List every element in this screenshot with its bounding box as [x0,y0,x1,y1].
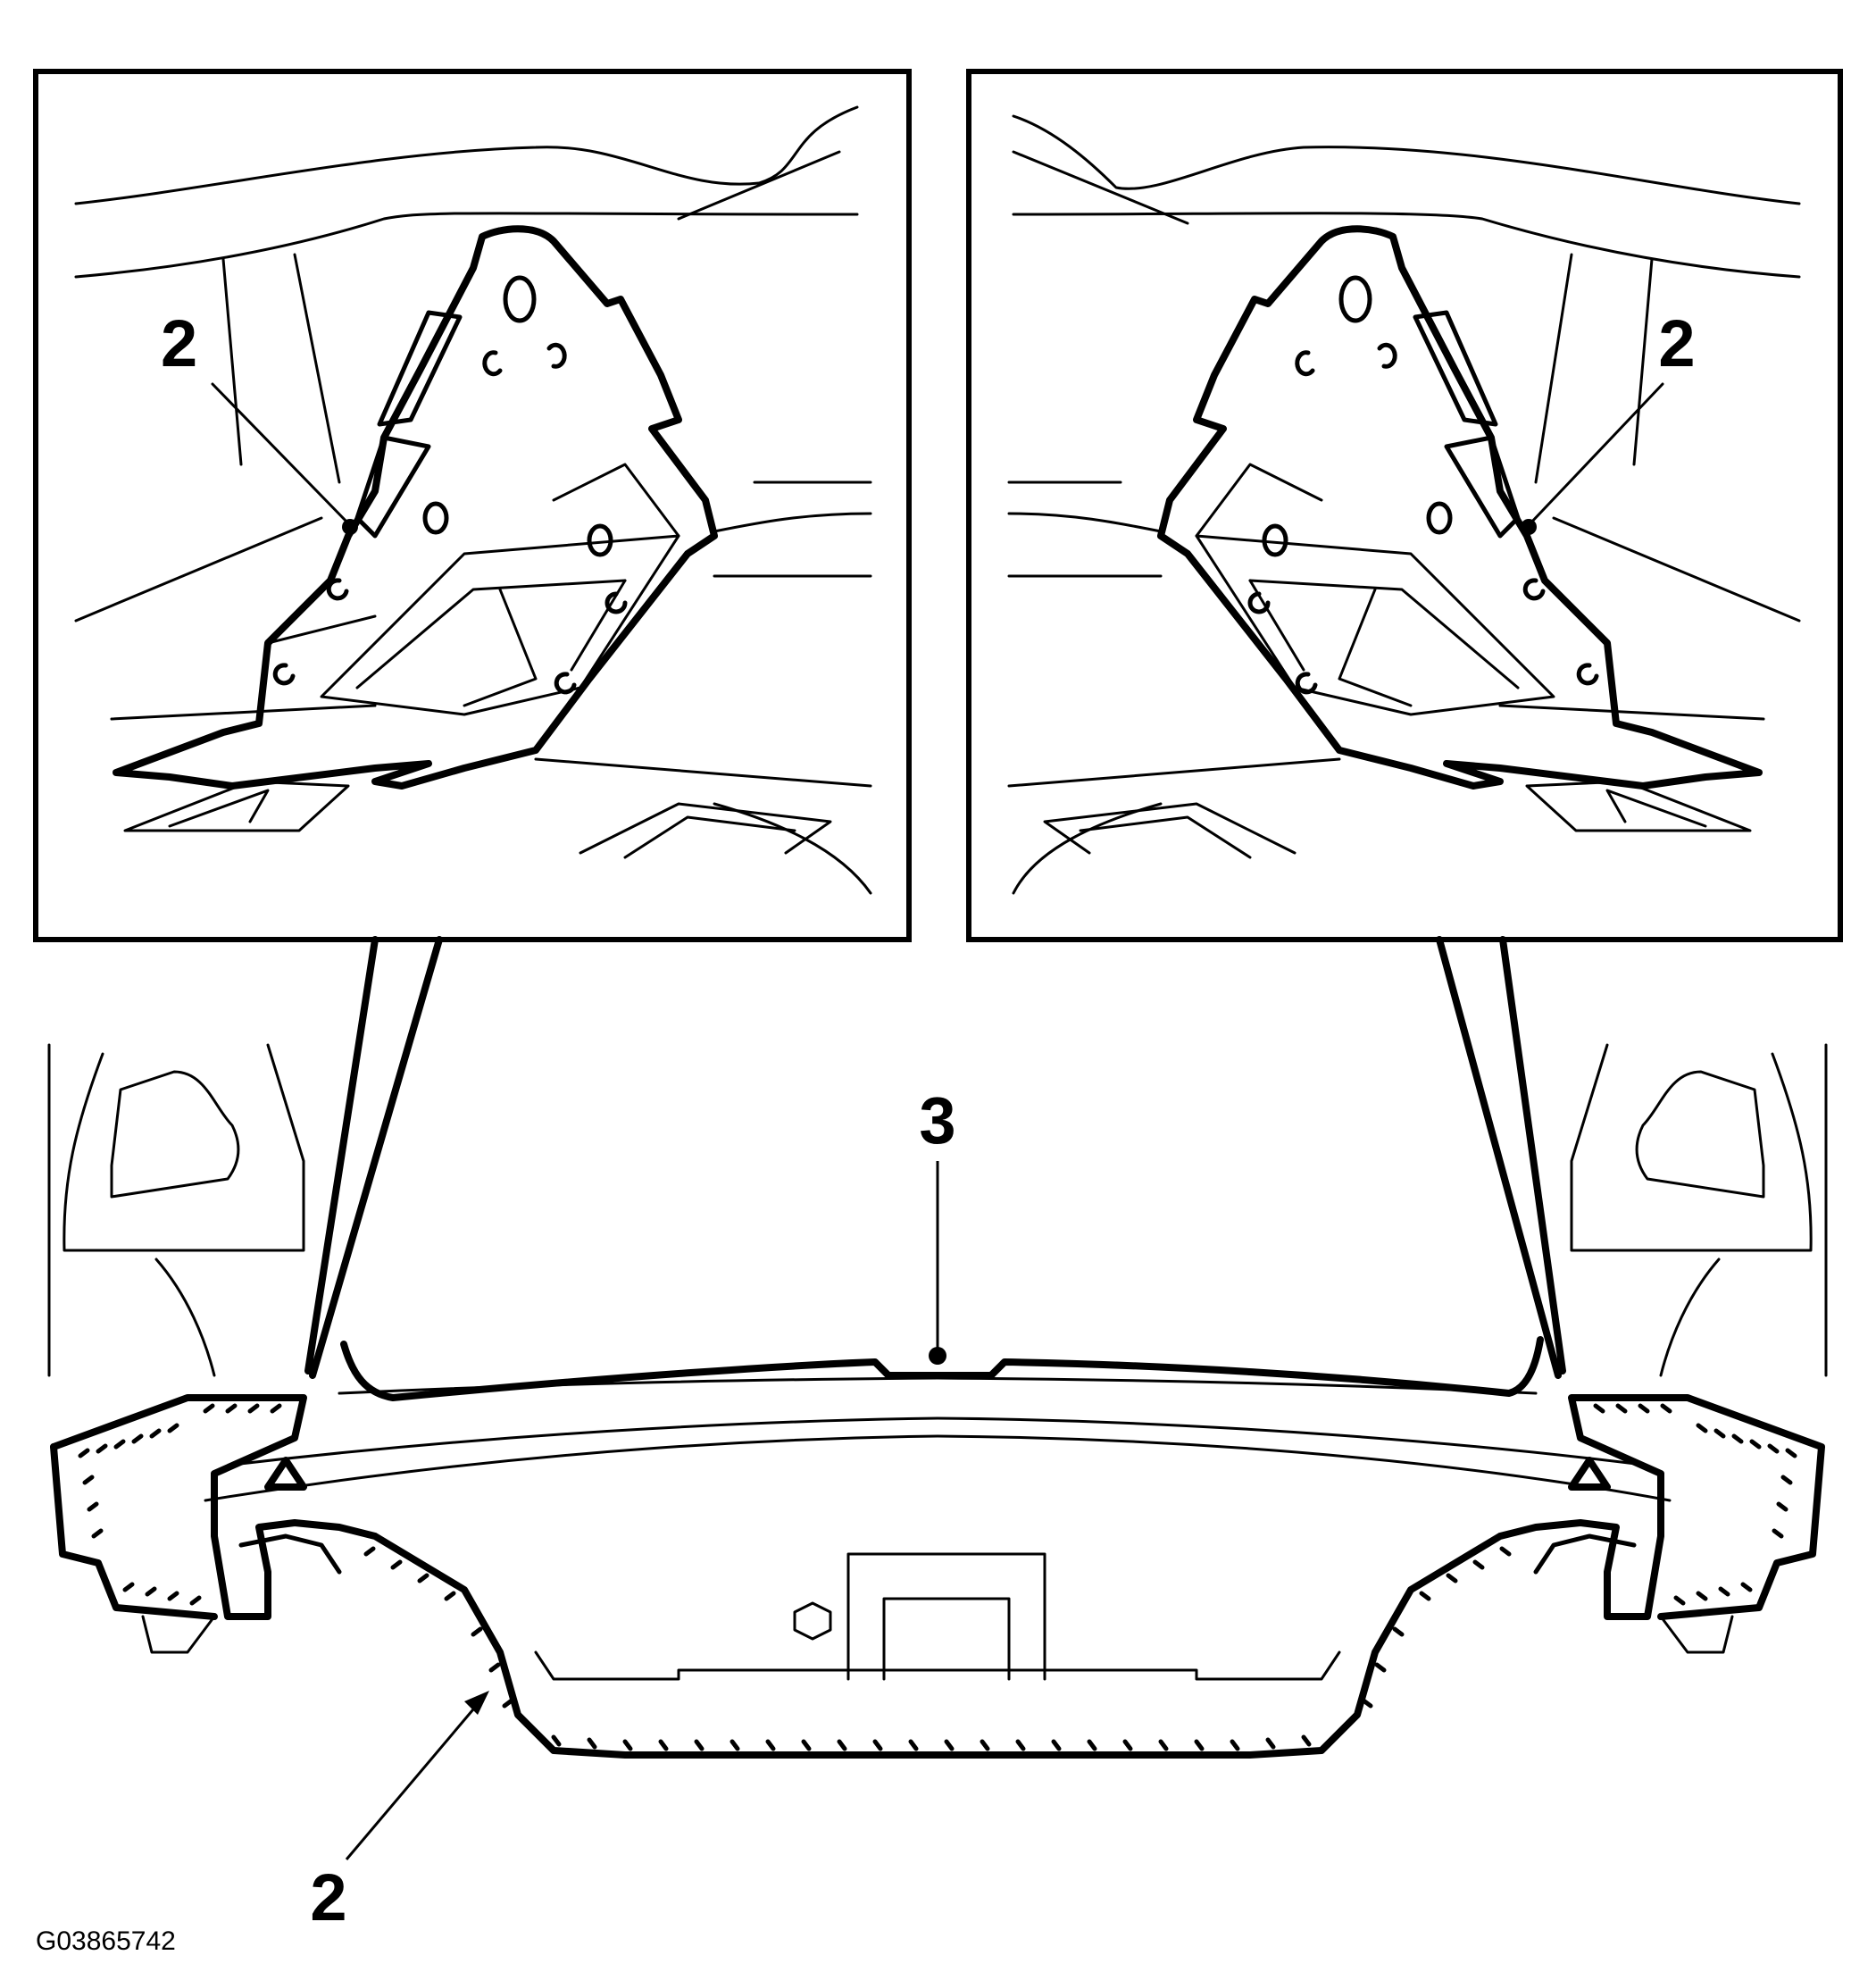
bottom-left-callout: 2 [310,1860,346,1934]
left-inset-pointer [304,936,443,1379]
left-inset-leader-line [211,382,352,527]
right-inset-leader-dot [1521,519,1537,535]
center-callout-leader-dot [929,1347,946,1365]
right-inset-pointer [1436,936,1566,1379]
left-inset-leader-dot [342,519,358,535]
right-inset-callout: 2 [1658,306,1695,380]
right-bracket [1157,225,1763,790]
right-inset-frame [966,69,1843,942]
rear-body-view [47,1043,1828,1759]
left-inset-frame [33,69,912,942]
right-inset-leader-line [1527,382,1664,527]
bottom-callout-arrowhead [464,1691,489,1715]
left-detail-inset: 2 [33,69,912,942]
left-bracket [113,225,718,790]
left-inset-callout: 2 [161,306,197,380]
figure-id-label: G03865742 [36,1926,176,1956]
center-callout: 3 [919,1083,955,1157]
rear-panel-outline [50,1394,1825,1759]
bottom-callout-leader-line [345,1703,479,1860]
right-detail-inset: 2 [966,69,1843,942]
